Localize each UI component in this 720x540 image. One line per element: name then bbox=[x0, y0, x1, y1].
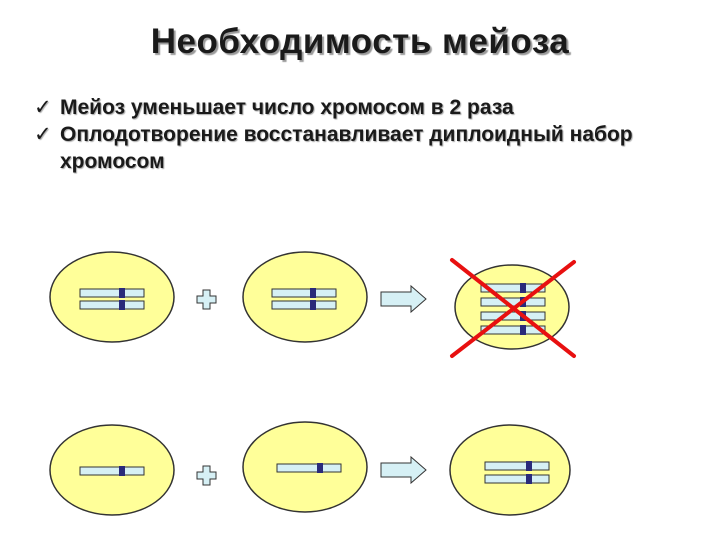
chromatid bbox=[480, 297, 546, 307]
bullet-item: ✓ Оплодотворение восстанавливает диплоид… bbox=[34, 121, 694, 175]
chromatid bbox=[79, 288, 145, 298]
chromatid bbox=[484, 461, 550, 471]
cross-out-icon bbox=[450, 258, 576, 358]
chromatid bbox=[276, 463, 342, 473]
chromatid bbox=[271, 288, 337, 298]
checkmark-icon: ✓ bbox=[34, 96, 52, 119]
cell-diploid bbox=[49, 251, 175, 343]
bullet-text: Мейоз уменьшает число хромосом в 2 раза bbox=[60, 96, 514, 119]
bullet-text: Оплодотворение восстанавливает диплоидны… bbox=[60, 123, 633, 173]
centromere bbox=[520, 283, 526, 293]
chromatid bbox=[480, 325, 546, 335]
chromosome bbox=[276, 463, 342, 473]
centromere bbox=[310, 300, 316, 310]
centromere bbox=[520, 325, 526, 335]
chromatid bbox=[484, 474, 550, 484]
checkmark-icon: ✓ bbox=[34, 123, 52, 146]
centromere bbox=[317, 463, 323, 473]
bullet-list: ✓ Мейоз уменьшает число хромосом в 2 раз… bbox=[34, 94, 694, 175]
diagram-row-1 bbox=[49, 251, 576, 358]
centromere bbox=[119, 466, 125, 476]
centromere bbox=[119, 288, 125, 298]
slide-title: Необходимость мейоза bbox=[150, 22, 570, 61]
chromatid bbox=[271, 300, 337, 310]
cell-diploid bbox=[449, 424, 571, 516]
cell-haploid bbox=[242, 421, 368, 513]
chromosome bbox=[79, 466, 145, 476]
chromatid bbox=[480, 283, 546, 293]
centromere bbox=[526, 461, 532, 471]
chromosome-pair bbox=[484, 461, 550, 484]
diagram-row-2 bbox=[49, 421, 571, 516]
chromatid bbox=[79, 300, 145, 310]
arrow-right-icon bbox=[380, 455, 427, 485]
centromere bbox=[310, 288, 316, 298]
plus-icon bbox=[196, 289, 217, 310]
cell-diploid bbox=[242, 251, 368, 343]
arrow-right-icon bbox=[380, 284, 427, 314]
chromosome-pair bbox=[79, 288, 145, 310]
cell-haploid bbox=[49, 424, 175, 516]
centromere bbox=[119, 300, 125, 310]
chromatid bbox=[79, 466, 145, 476]
centromere bbox=[526, 474, 532, 484]
bullet-item: ✓ Мейоз уменьшает число хромосом в 2 раз… bbox=[34, 94, 694, 121]
chromosome-pair bbox=[271, 288, 337, 310]
plus-icon bbox=[196, 465, 217, 486]
chromatid bbox=[480, 311, 546, 321]
